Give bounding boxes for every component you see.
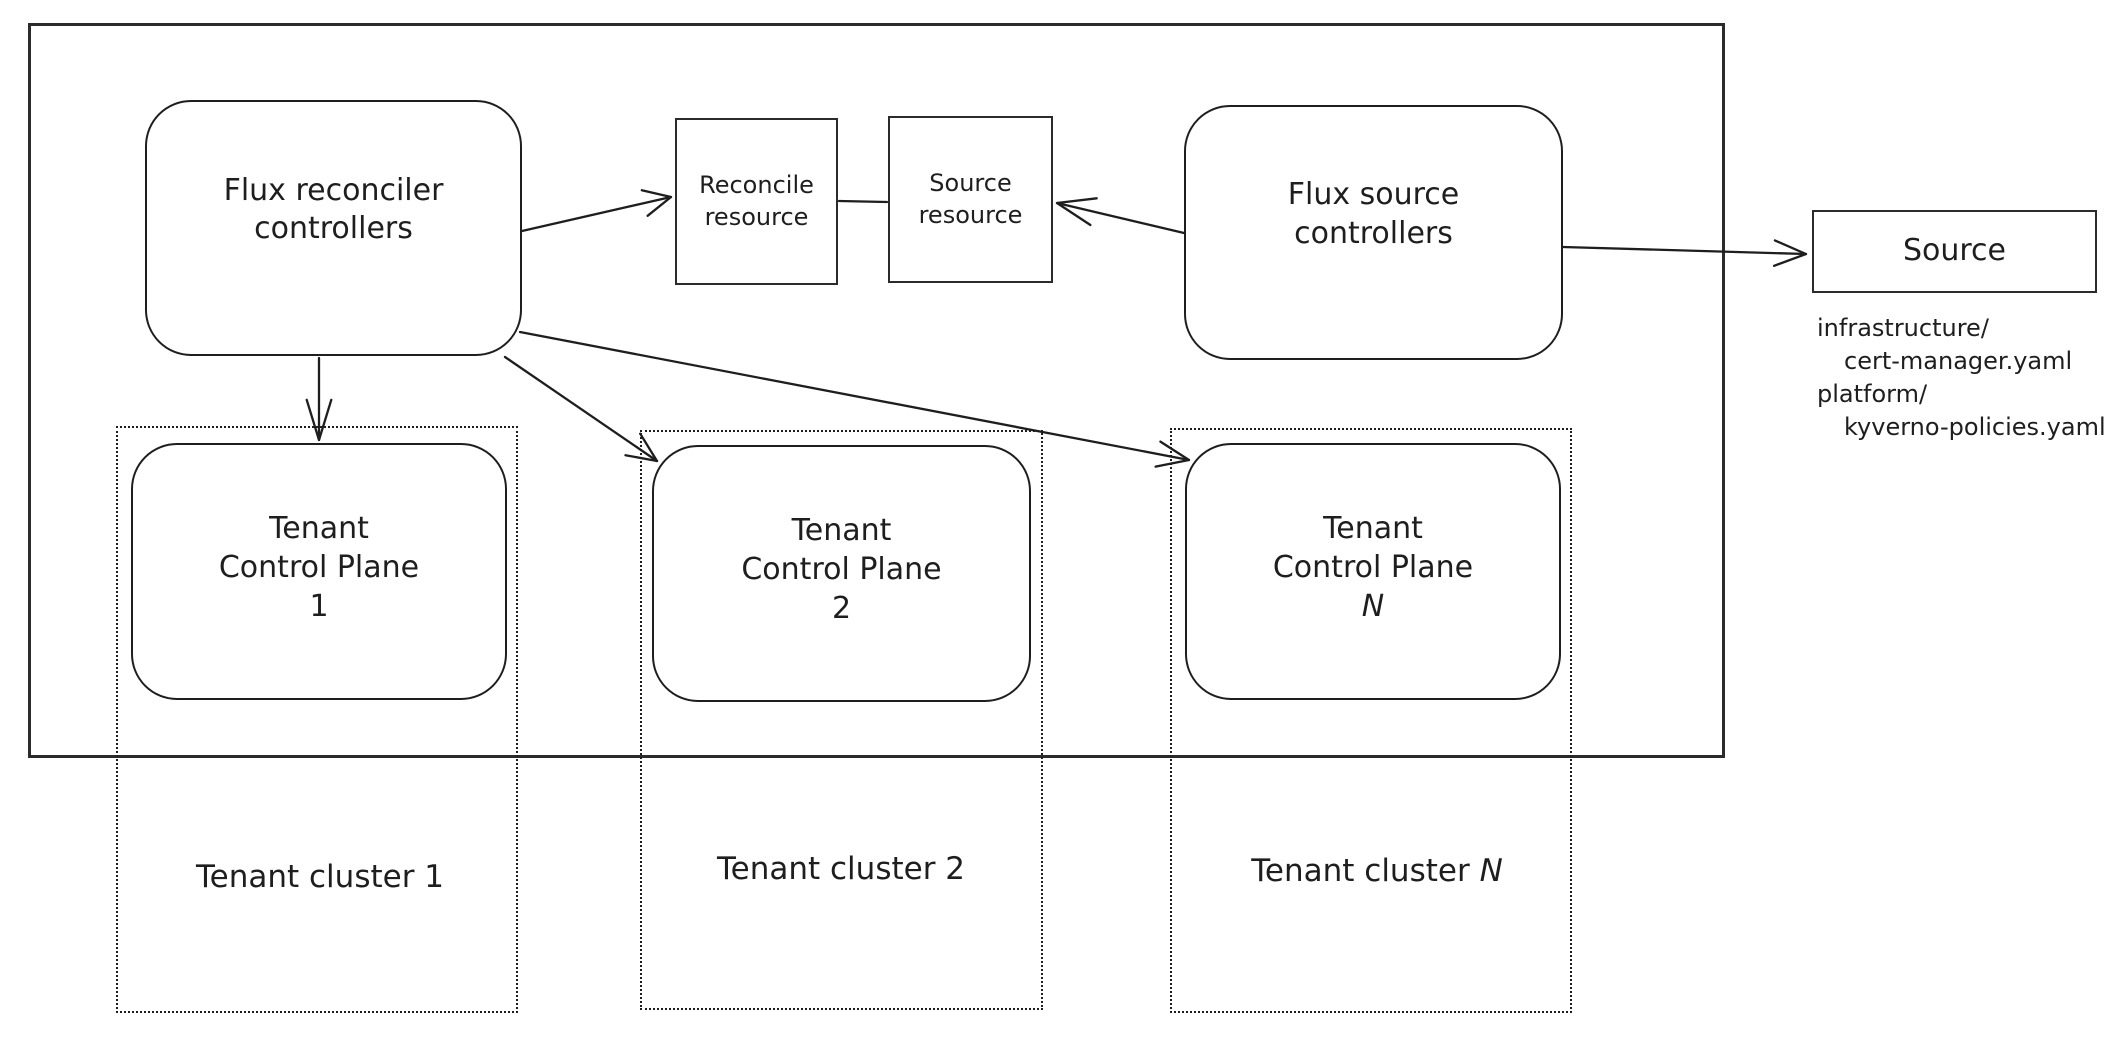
- file-path: kyverno-policies.yaml: [1844, 413, 2106, 441]
- tenant-control-plane-n-node: Tenant Control Plane N: [1185, 443, 1561, 700]
- file-path: platform/: [1817, 380, 1928, 408]
- cluster-label-number: 1: [424, 859, 445, 895]
- management-cluster-box: [28, 23, 1725, 758]
- cluster-label-text: Tenant cluster: [716, 851, 936, 887]
- cluster-label-number: 2: [945, 851, 966, 887]
- file-path: cert-manager.yaml: [1844, 347, 2073, 375]
- source-resource-node: Source resource: [888, 116, 1053, 283]
- source-node: Source: [1812, 210, 2097, 293]
- node-label-line: Control Plane: [218, 550, 420, 585]
- tenant-cluster-n-label: Tenant cluster N: [1251, 853, 1503, 889]
- tenant-cluster-n-box: [1170, 428, 1572, 1013]
- node-label-line: Flux source: [1287, 177, 1460, 213]
- tenant-control-plane-1-node: Tenant Control Plane 1: [131, 443, 507, 700]
- node-label-line: resource: [918, 200, 1023, 229]
- node-label-line: Flux reconciler: [223, 172, 444, 208]
- cluster-label-number: N: [1479, 853, 1503, 889]
- node-label-line: Tenant: [269, 511, 369, 546]
- flux-reconciler-controllers-node: Flux reconciler controllers: [145, 100, 522, 356]
- cluster-label-text: Tenant cluster: [195, 859, 415, 895]
- flux-source-controllers-node: Flux source controllers: [1184, 105, 1563, 360]
- node-label-line: Tenant: [1323, 511, 1423, 546]
- source-files-list: infrastructure/ cert-manager.yaml platfo…: [1817, 312, 2117, 444]
- node-label-line: Source: [1902, 233, 2007, 269]
- tenant-cluster-2-label: Tenant cluster 2: [717, 851, 965, 887]
- node-label-line: 2: [831, 591, 852, 626]
- node-label-line: N: [1361, 589, 1385, 624]
- tenant-control-plane-2-node: Tenant Control Plane 2: [652, 445, 1031, 702]
- cluster-label-text: Tenant cluster: [1251, 853, 1470, 889]
- node-label-line: 1: [309, 589, 329, 624]
- node-label-line: resource: [704, 202, 809, 231]
- node-label-line: Reconcile: [699, 170, 814, 199]
- node-label-line: Control Plane: [741, 552, 942, 587]
- node-label-line: Control Plane: [1272, 550, 1474, 585]
- node-label-line: Source: [929, 168, 1012, 197]
- tenant-cluster-1-label: Tenant cluster 1: [196, 859, 444, 895]
- reconcile-resource-node: Reconcile resource: [675, 118, 838, 285]
- node-label-line: Tenant: [791, 513, 892, 548]
- node-label-line: controllers: [254, 211, 413, 246]
- node-label-line: controllers: [1294, 215, 1453, 251]
- file-path: infrastructure/: [1817, 314, 1989, 342]
